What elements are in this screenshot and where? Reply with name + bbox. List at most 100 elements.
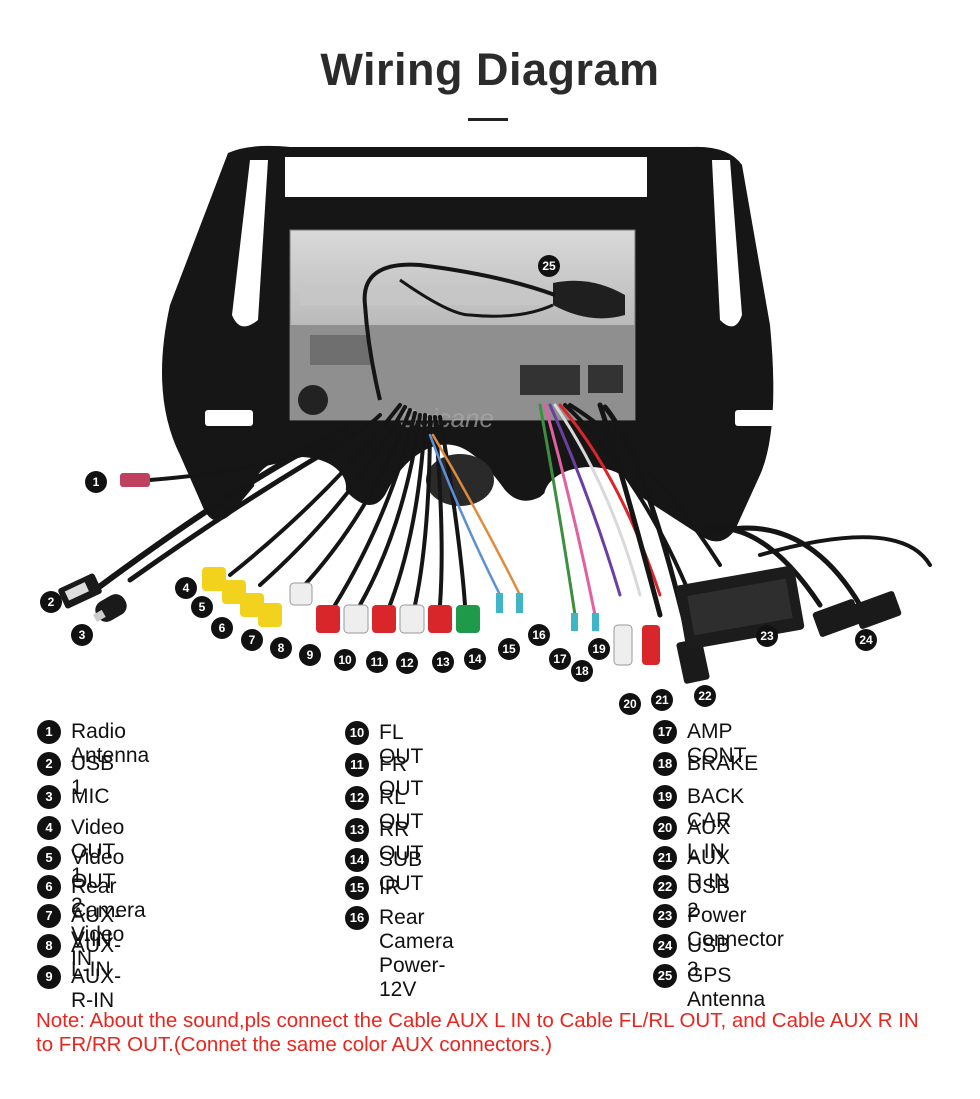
usb2-connector	[676, 638, 710, 684]
number-badge: 16	[345, 906, 369, 930]
legend-label: Radio Antenna	[71, 720, 150, 767]
svg-text:5: 5	[199, 600, 206, 614]
number-badge: 23	[653, 904, 677, 928]
callout-1: 1	[85, 471, 107, 493]
number-badge: 2	[37, 752, 61, 776]
legend-item-16: 16 Rear Camera Power-12V	[345, 906, 454, 1002]
legend-item-4: 4 Video OUT 1	[37, 816, 124, 888]
number-badge: 19	[653, 785, 677, 809]
legend-label: AUX R IN	[687, 846, 731, 893]
legend-label: Rear Camera Power-12V	[379, 906, 454, 1001]
callout-18: 18	[571, 660, 593, 682]
number-badge: 14	[345, 848, 369, 872]
callout-24: 24	[855, 629, 877, 651]
rca-plugs	[202, 567, 660, 666]
head-unit-chassis: Seicane	[289, 229, 636, 433]
callout-12: 12	[396, 652, 418, 674]
legend-label: AMP CONT	[687, 720, 747, 767]
number-badge: 6	[37, 875, 61, 899]
legend-label: GPS Antenna	[687, 964, 766, 1011]
legend-label: AUX-V-IN	[71, 904, 122, 951]
svg-text:19: 19	[592, 642, 606, 656]
svg-text:10: 10	[338, 653, 352, 667]
legend-item-2: 2 USB 1	[37, 752, 114, 800]
number-badge: 21	[653, 846, 677, 870]
usb1-connector	[58, 573, 102, 609]
callout-14: 14	[464, 648, 486, 670]
callout-9: 9	[299, 644, 321, 666]
svg-text:2: 2	[48, 595, 55, 609]
sound-connection-note: Note: About the sound,pls connect the Ca…	[36, 1009, 919, 1056]
callout-23: 23	[756, 625, 778, 647]
number-badge: 13	[345, 818, 369, 842]
legend-label: Video OUT 1	[71, 816, 125, 887]
svg-text:3: 3	[79, 628, 86, 642]
number-badge: 17	[653, 720, 677, 744]
callout-7: 7	[241, 629, 263, 651]
legend-label: AUX-L-IN	[71, 934, 122, 981]
svg-text:9: 9	[307, 648, 314, 662]
legend-label: RR OUT	[379, 818, 424, 865]
legend-label: USB 3	[687, 934, 731, 981]
svg-text:17: 17	[553, 652, 567, 666]
number-badge: 24	[653, 934, 677, 958]
legend-item-13: 13 RR OUT	[345, 818, 423, 866]
number-badge: 18	[653, 752, 677, 776]
legend-item-15: 15 IR	[345, 876, 400, 900]
callout-25: 25	[538, 255, 560, 277]
legend-label: USB 1	[71, 752, 115, 799]
svg-text:1: 1	[93, 475, 100, 489]
legend-label: AUX L IN	[687, 816, 731, 863]
callout-5: 5	[191, 596, 213, 618]
legend-label: FL OUT	[379, 721, 424, 768]
number-badge: 20	[653, 816, 677, 840]
svg-text:24: 24	[859, 633, 873, 647]
svg-text:6: 6	[219, 621, 226, 635]
number-badge: 7	[37, 904, 61, 928]
callout-3: 3	[71, 624, 93, 646]
callout-22: 22	[694, 685, 716, 707]
legend-item-24: 24 USB 3	[653, 934, 730, 982]
title-divider	[468, 118, 508, 121]
number-badge: 22	[653, 875, 677, 899]
svg-text:12: 12	[400, 656, 414, 670]
number-badge: 5	[37, 846, 61, 870]
svg-text:22: 22	[698, 689, 712, 703]
callout-16: 16	[528, 624, 550, 646]
number-badge: 1	[37, 720, 61, 744]
svg-text:14: 14	[468, 652, 482, 666]
legend-item-6: 6 Rear Camera Video IN	[37, 875, 146, 971]
legend-label: IR	[379, 876, 400, 899]
legend-item-17: 17 AMP CONT	[653, 720, 747, 768]
legend-item-7: 7 AUX-V-IN	[37, 904, 121, 952]
number-badge: 4	[37, 816, 61, 840]
callout-19: 19	[588, 638, 610, 660]
mic-jack	[93, 594, 127, 622]
legend-label: FR OUT	[379, 753, 424, 800]
svg-text:25: 25	[542, 259, 556, 273]
number-badge: 12	[345, 786, 369, 810]
legend-item-1: 1 Radio Antenna	[37, 720, 149, 768]
svg-text:4: 4	[183, 581, 190, 595]
legend-label: USB 2	[687, 875, 731, 922]
legend-label: BRAKE	[687, 752, 759, 775]
svg-text:18: 18	[575, 664, 589, 678]
legend-item-21: 21 AUX R IN	[653, 846, 730, 894]
number-badge: 15	[345, 876, 369, 900]
legend-label: Video OUT 2	[71, 846, 125, 917]
svg-text:16: 16	[532, 628, 546, 642]
page-title: Wiring Diagram	[320, 44, 660, 95]
legend-label: Rear Camera Video IN	[71, 875, 146, 970]
callout-20: 20	[619, 693, 641, 715]
callout-2: 2	[40, 591, 62, 613]
